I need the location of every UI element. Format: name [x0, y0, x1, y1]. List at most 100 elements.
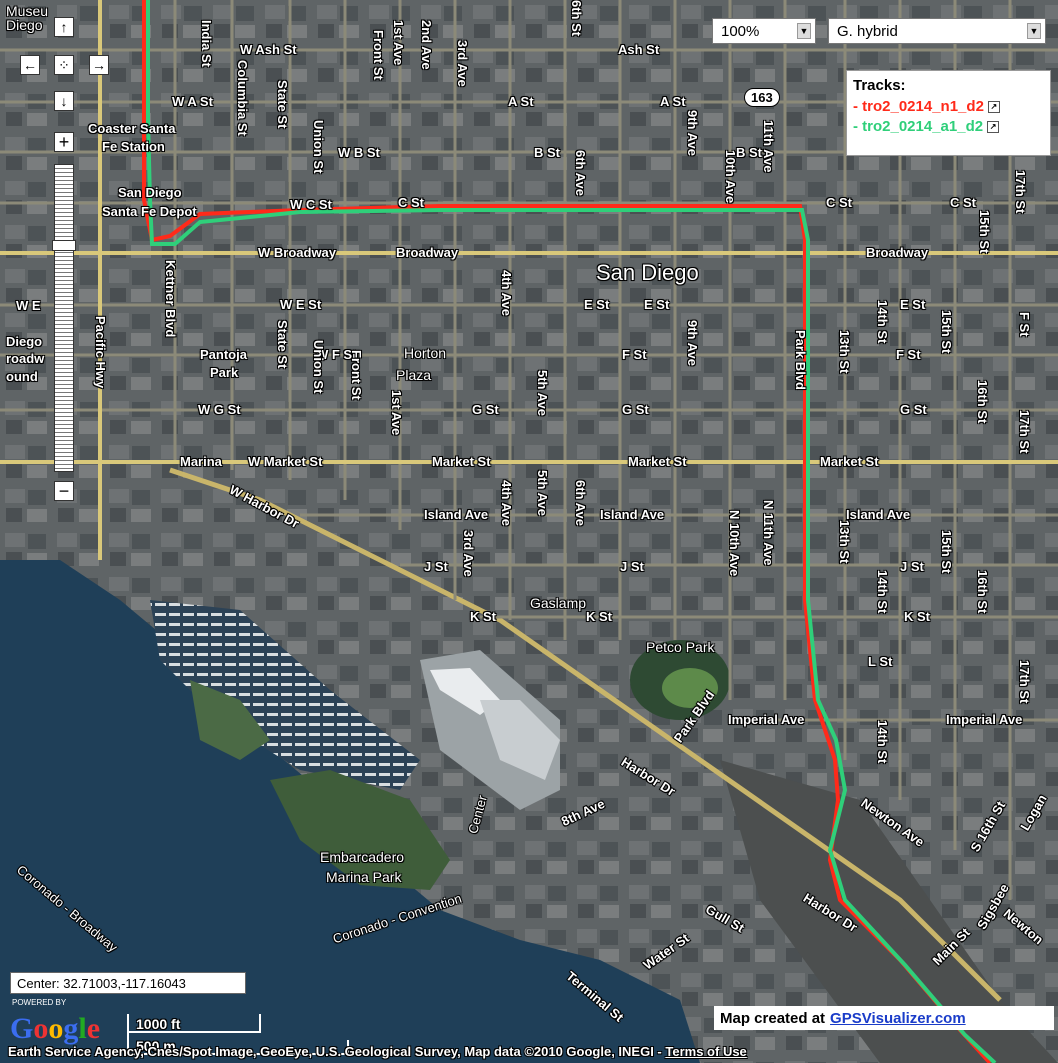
3rd-ave-label-1: 3rd Ave — [455, 40, 470, 87]
pan-center-button[interactable]: ⁘ — [54, 55, 74, 75]
island-ave-label-1: Island Ave — [424, 507, 489, 522]
5th-ave-label-1: 5th Ave — [535, 370, 550, 416]
16th-st-label-2: 16th St — [975, 570, 990, 614]
embarcadero-label: Embarcadero — [320, 849, 405, 865]
pan-up-button[interactable]: ↑ — [54, 17, 74, 37]
3rd-ave-label-2: 3rd Ave — [461, 530, 476, 577]
map-credit-prefix: Map created at — [720, 1009, 826, 1027]
map-credit: Map created at GPSVisualizer.com — [714, 1006, 1054, 1030]
terms-of-use-link[interactable]: Terms of Use — [665, 1044, 747, 1059]
f-st-label-1: F St — [622, 347, 647, 362]
e-st-label-2: E St — [644, 297, 670, 312]
gpsvisualizer-link[interactable]: GPSVisualizer.com — [830, 1009, 966, 1027]
g-st-label-3: G St — [900, 402, 927, 417]
state-st-label-1: State St — [275, 80, 290, 129]
w-broadway-label: W Broadway — [258, 245, 337, 260]
market-st-label-2: Market St — [628, 454, 687, 469]
zoom-slider-track[interactable] — [54, 164, 74, 472]
5th-ave-label-2: 5th Ave — [535, 470, 550, 516]
diego-left-label: Diego — [6, 334, 43, 349]
gaslamp-label: Gaslamp — [530, 595, 587, 611]
attribution-text: Earth Service Agency, Cnes/Spot Image, G… — [8, 1044, 666, 1059]
marina-label: Marina — [180, 454, 222, 469]
j-st-label-3: J St — [900, 559, 924, 574]
park-blvd-vertical-label: Park Blvd — [793, 330, 808, 390]
w-f-st-label: W F St — [316, 347, 357, 362]
zoom-slider-handle[interactable] — [52, 240, 76, 251]
1st-ave-label-2: 1st Ave — [389, 390, 404, 436]
pan-down-button[interactable]: ↓ — [54, 91, 74, 111]
f-st-right-label: F St — [1017, 312, 1032, 337]
museum-label: Museu Diego — [6, 3, 49, 33]
map-type-select[interactable]: G. hybrid ▼ — [828, 18, 1046, 44]
island-ave-label-2: Island Ave — [600, 507, 665, 522]
marina-park-label: Marina Park — [326, 869, 402, 885]
scale-meters-label: 500 m — [136, 1038, 176, 1054]
legend-track-1[interactable]: - tro2_0214_n1_d2 ↗ — [853, 98, 1044, 115]
17th-st-label-2: 17th St — [1017, 410, 1032, 454]
powered-by-label: POWERED BY — [12, 998, 67, 1007]
external-link-icon[interactable]: ↗ — [987, 120, 1000, 133]
1st-ave-label-1: 1st Ave — [391, 20, 406, 66]
6th-ave-label-2: 6th Ave — [573, 480, 588, 526]
k-st-label-2: K St — [586, 609, 612, 624]
c-st-label-3: C St — [950, 195, 976, 210]
pan-left-button[interactable]: ← — [20, 55, 40, 75]
center-coordinates: Center: 32.71003,-117.16043 — [10, 972, 246, 994]
legend-track-2[interactable]: - tro2_0214_a1_d2 ↗ — [853, 118, 1044, 135]
pantoja-label: Pantoja — [200, 347, 247, 362]
j-st-label-2: J St — [620, 559, 644, 574]
track-green — [146, 0, 997, 1063]
9th-ave-label-2: 9th Ave — [685, 320, 700, 366]
broadway-left-label: roadw — [6, 351, 45, 366]
scale-bar: 1000 ft 500 m — [120, 1010, 350, 1060]
17th-st-label-1: 17th St — [1013, 170, 1028, 214]
15th-st-label-1: 15th St — [977, 210, 992, 254]
broadway-label-1: Broadway — [396, 245, 459, 260]
chevron-down-icon: ▼ — [797, 23, 811, 39]
market-st-label-1: Market St — [432, 454, 491, 469]
9th-ave-label-1: 9th Ave — [685, 110, 700, 156]
w-e-left-label: W E — [16, 298, 41, 313]
legend-track-1-label[interactable]: - tro2_0214_n1_d2 — [853, 98, 984, 115]
scale-feet-label: 1000 ft — [136, 1016, 181, 1032]
front-st-label-2: Front St — [349, 350, 364, 400]
island-ave-label-3: Island Ave — [846, 507, 911, 522]
w-ash-st-label: W Ash St — [240, 42, 297, 57]
imperial-ave-label-2: Imperial Ave — [946, 712, 1023, 727]
n-10th-ave-label: N 10th Ave — [727, 510, 742, 577]
c-st-label-1: C St — [398, 195, 424, 210]
l-st-label: L St — [868, 654, 893, 669]
google-logo[interactable]: Google — [10, 1012, 101, 1045]
f-st-label-2: F St — [896, 347, 921, 362]
zoom-level-value: 100% — [721, 22, 760, 40]
w-e-st-label: W E St — [280, 297, 322, 312]
zoom-in-button[interactable]: + — [54, 132, 74, 152]
external-link-icon[interactable]: ↗ — [987, 100, 1000, 113]
15th-st-label-3: 15th St — [939, 530, 954, 574]
front-st-label-1: Front St — [371, 30, 386, 80]
sd-depot-label-2: Santa Fe Depot — [102, 204, 197, 219]
4th-ave-label-2: 4th Ave — [499, 480, 514, 526]
g-st-label-1: G St — [472, 402, 499, 417]
ash-st-label: Ash St — [618, 42, 660, 57]
pan-right-button[interactable]: → — [89, 55, 109, 75]
petco-park-label: Petco Park — [646, 639, 715, 655]
13th-st-label-1: 13th St — [837, 330, 852, 374]
union-st-label-1: Union St — [311, 120, 326, 174]
e-st-label-1: E St — [584, 297, 610, 312]
zoom-out-button[interactable]: − — [54, 481, 74, 501]
zoom-level-select[interactable]: 100% ▼ — [712, 18, 816, 44]
kettner-blvd-label: Kettner Blvd — [163, 260, 178, 338]
legend-track-2-label[interactable]: - tro2_0214_a1_d2 — [853, 118, 984, 135]
fe-station-label: Fe Station — [102, 139, 165, 154]
state-st-label-2: State St — [275, 320, 290, 369]
park-label: Park — [210, 365, 239, 380]
k-st-label-1: K St — [470, 609, 496, 624]
c-st-label-2: C St — [826, 195, 852, 210]
4th-ave-label-1: 4th Ave — [499, 270, 514, 316]
w-market-st-label: W Market St — [248, 454, 323, 469]
track-red — [142, 0, 992, 1063]
